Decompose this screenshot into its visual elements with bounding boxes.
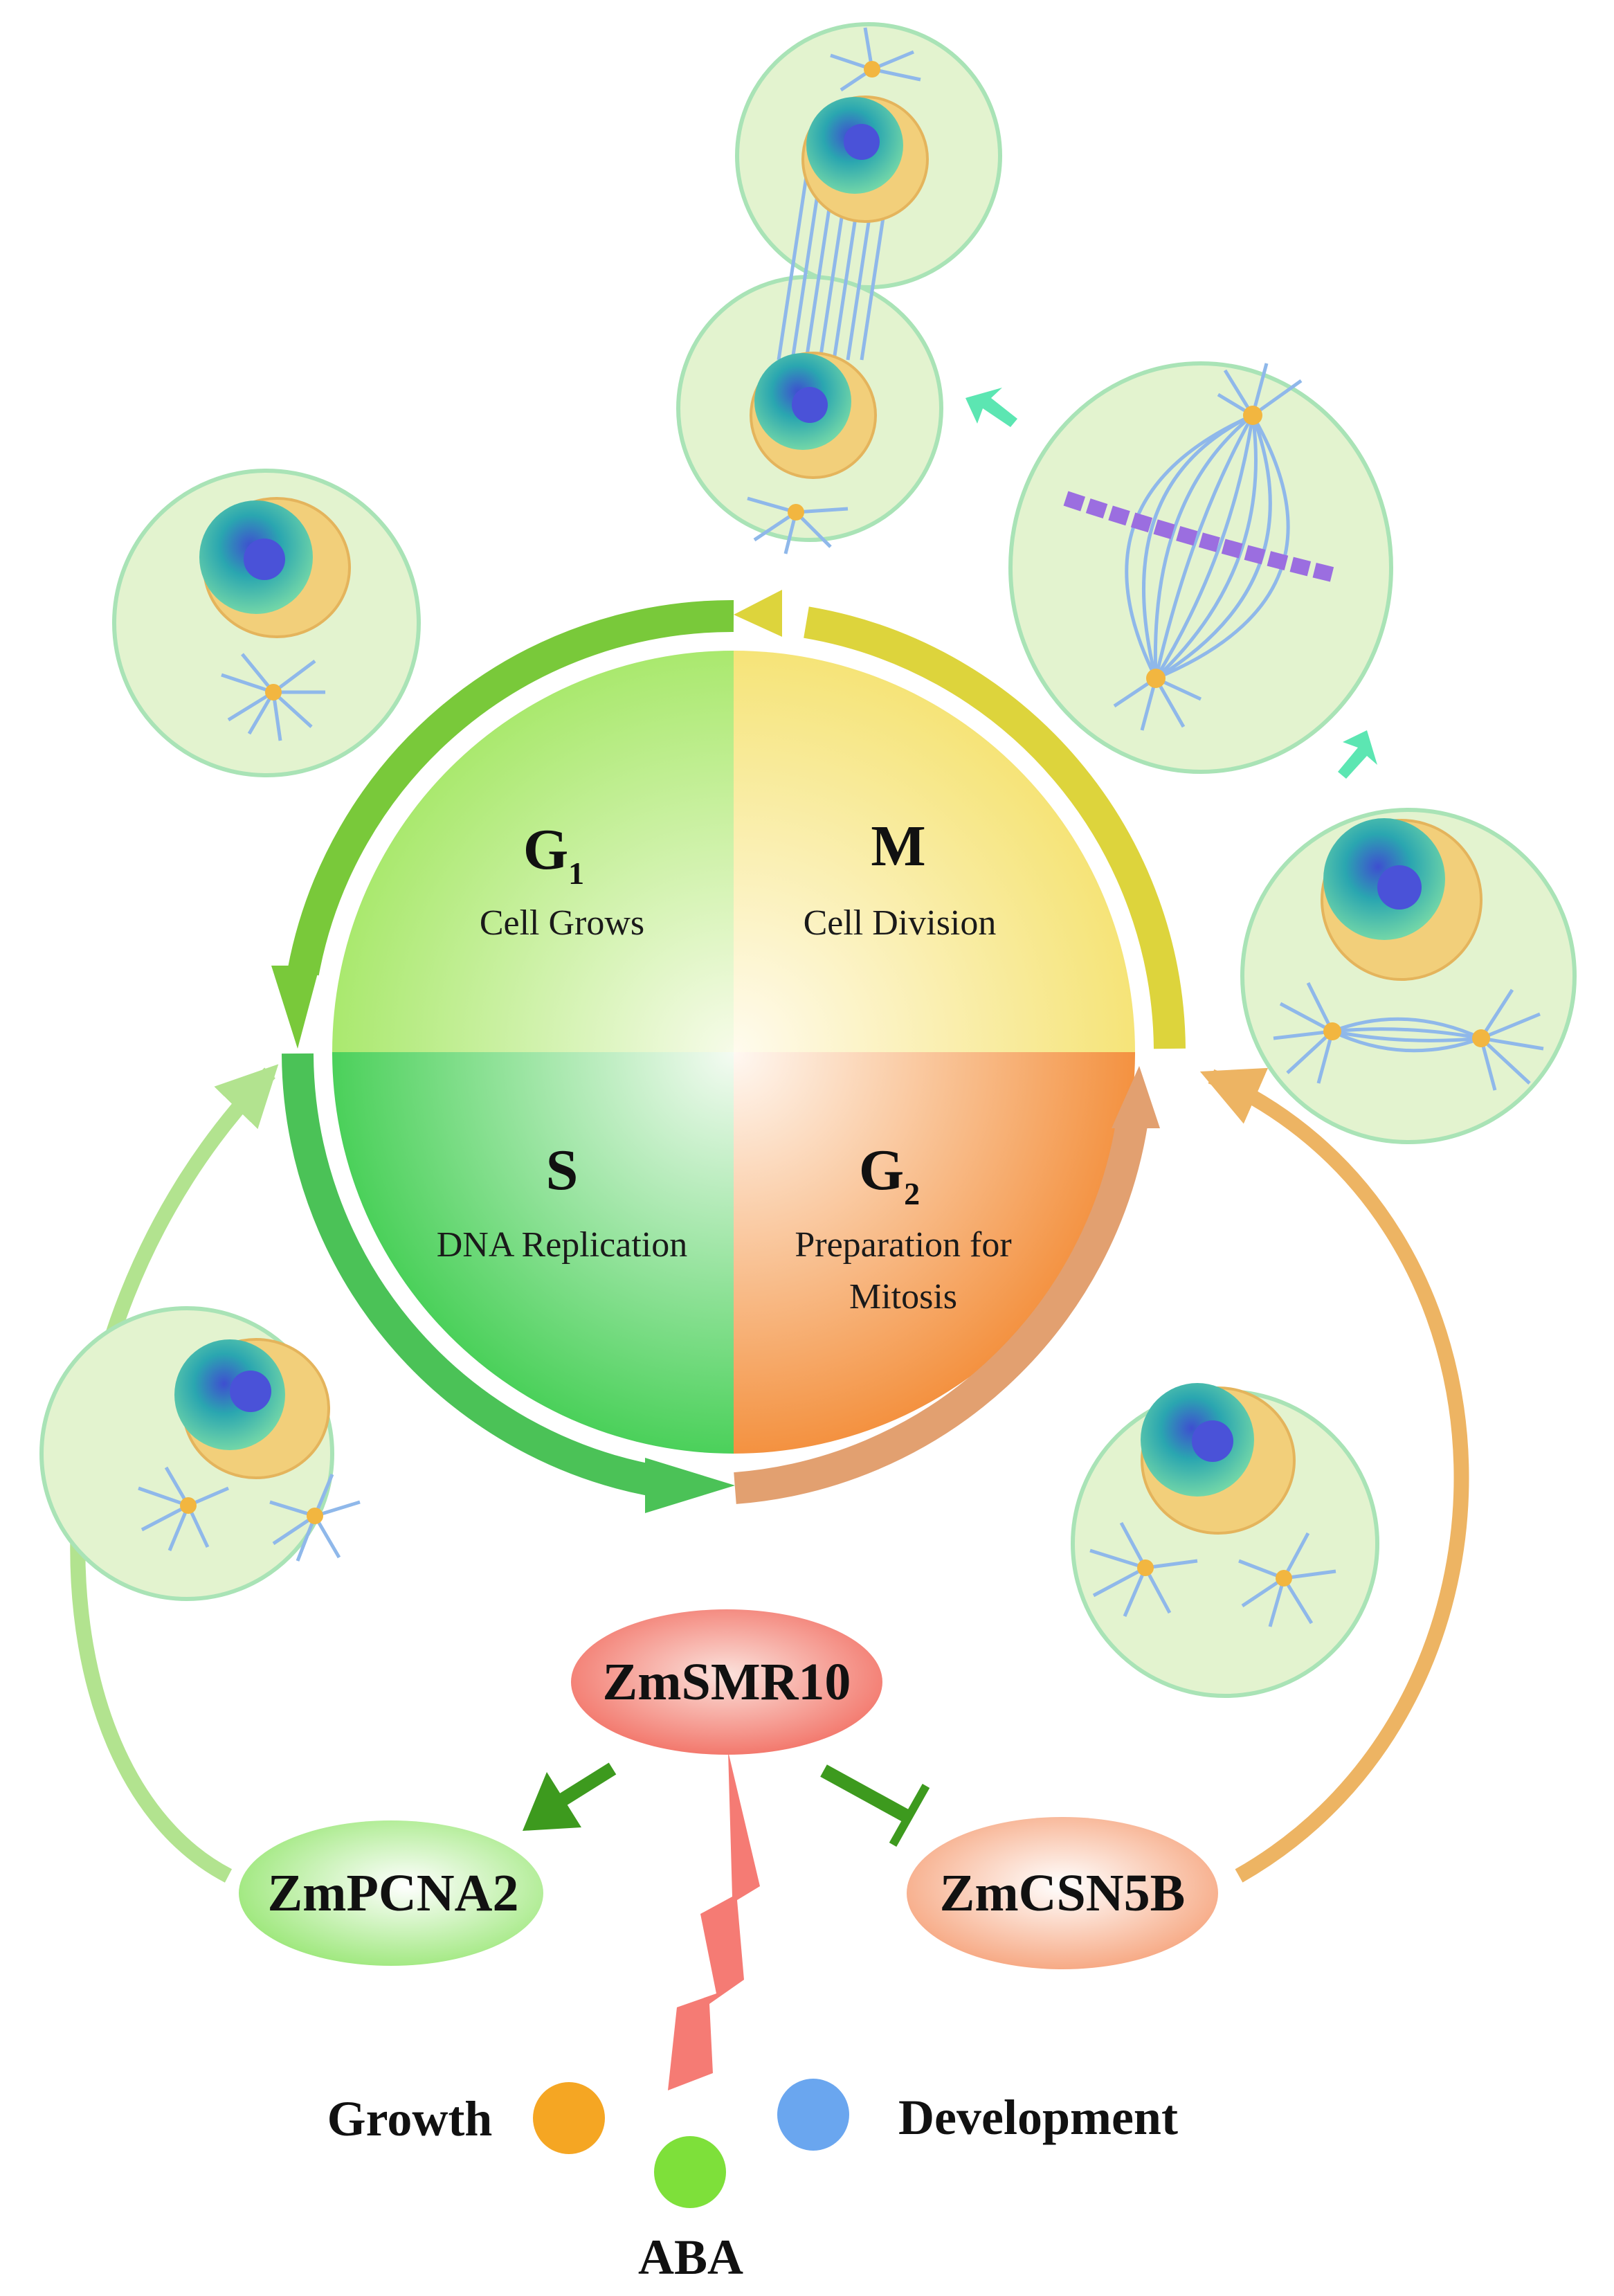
zmsmr10-label: ZmSMR10 (603, 1653, 851, 1711)
g2-quadrant (734, 1052, 1135, 1454)
s-letter: S (546, 1138, 579, 1202)
g1-description: Cell Grows (480, 903, 644, 943)
activation-arrowhead (523, 1772, 581, 1831)
progression-arrow-lower (1338, 730, 1377, 779)
g2-label: G2 Preparation for Mitosis (795, 1138, 1011, 1317)
aba-signal-bolt (668, 1751, 760, 2090)
svg-text:G1: G1 (523, 817, 584, 891)
metaphase-cell-illustration (1008, 361, 1393, 774)
g2-cell-illustration (1071, 1383, 1379, 1698)
s-phase-arrow (282, 1053, 664, 1498)
legend-growth-dot (533, 2082, 605, 2154)
g1-phase-arrowhead (271, 966, 320, 1049)
progression-arrow-upper (965, 388, 1017, 427)
g1-phase-arrow (287, 599, 734, 976)
g1-letter: G (523, 817, 568, 882)
s-cell-illustration (39, 1306, 361, 1601)
m-quadrant (734, 651, 1135, 1052)
m-label: M Cell Division (804, 814, 997, 943)
s-phase-arrowhead (645, 1458, 735, 1513)
g1-cell-illustration (112, 469, 421, 777)
legend-development-label: Development (898, 2090, 1178, 2145)
legend-aba-dot (654, 2136, 726, 2208)
cell-cycle-wheel (332, 651, 1135, 1454)
zmcsn5b-node (907, 1817, 1218, 1969)
m-phase-arrowhead (734, 590, 782, 637)
metaphase-chromosomes (1063, 491, 1334, 582)
zmcsn5b-label: ZmCSN5B (940, 1864, 1186, 1922)
g2-description-line2: Mitosis (849, 1277, 957, 1317)
m-phase-arrow (804, 606, 1186, 1049)
prophase-cell-illustration (1240, 808, 1577, 1144)
svg-text:G2: G2 (859, 1138, 920, 1211)
g2-letter: G (859, 1138, 904, 1202)
activation-arrow-line (553, 1762, 617, 1809)
zmsmr10-node (571, 1609, 882, 1755)
s-label: S DNA Replication (437, 1138, 688, 1265)
csn5b-to-cycle-loop (1199, 1067, 1469, 1883)
m-letter: M (871, 814, 925, 878)
legend-aba-label: ABA (638, 2230, 743, 2285)
g2-phase-arrow (734, 1122, 1148, 1504)
prophase-spindle (1273, 982, 1544, 1091)
g2-phase-arrowhead (1112, 1066, 1160, 1128)
m-description: Cell Division (804, 903, 997, 943)
legend-growth-label: Growth (327, 2091, 493, 2146)
zmpcna2-label: ZmPCNA2 (267, 1864, 518, 1922)
inhibition-line (820, 1764, 912, 1823)
cytokinesis-cells-illustration (676, 22, 1002, 554)
s-quadrant (332, 1052, 734, 1454)
g1-label: G1 Cell Grows (480, 817, 644, 943)
s-description: DNA Replication (437, 1225, 688, 1265)
zmpcna2-node (239, 1820, 543, 1966)
g1-subscript: 1 (568, 856, 584, 891)
inhibition-bar (889, 1784, 930, 1847)
g2-subscript: 2 (904, 1176, 920, 1211)
legend-development-dot (777, 2079, 849, 2151)
g2-description-line1: Preparation for (795, 1225, 1011, 1265)
g1-quadrant (332, 651, 734, 1052)
